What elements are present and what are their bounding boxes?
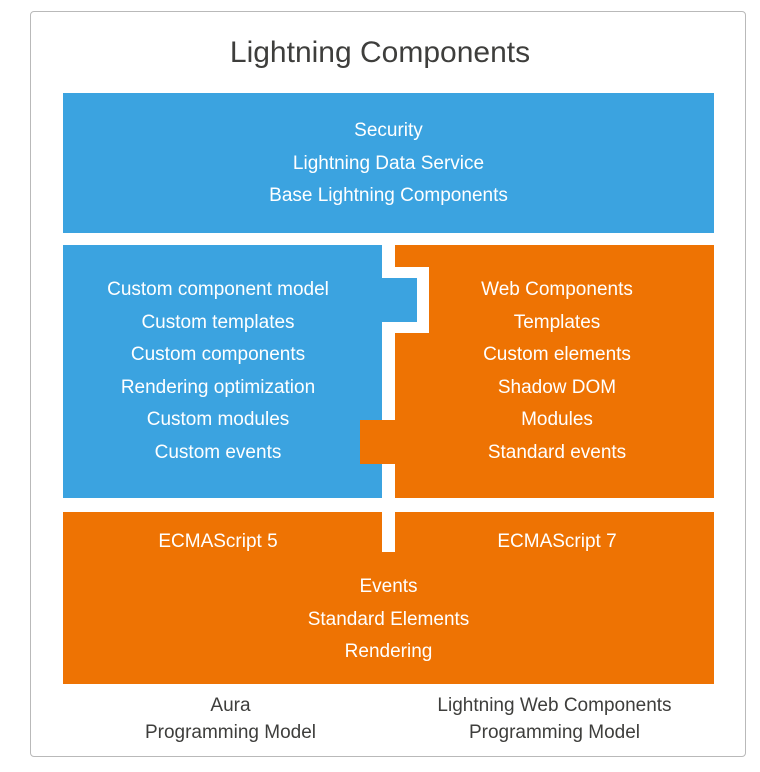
ecmascript-7-label: ECMAScript 7 <box>420 526 694 559</box>
aura-layer-item: Custom components <box>130 344 306 365</box>
script-platform-box <box>63 512 714 684</box>
aura-layer-item: Custom events <box>154 441 282 463</box>
top-layer-item: Security <box>354 120 423 141</box>
platform-layer-item: Rendering <box>344 641 433 662</box>
top-layer-box <box>63 93 714 233</box>
web-layer-item: Standard events <box>487 441 627 463</box>
aura-layer-item: Rendering optimization <box>120 376 316 398</box>
diagram-frame <box>30 11 746 757</box>
ecmascript-5-text: ECMAScript 5 <box>158 531 278 552</box>
diagram-title: Lightning Components <box>229 36 531 69</box>
web-layer-item: Custom elements <box>483 344 631 365</box>
aura-caption-line: Aura <box>210 695 251 716</box>
platform-layer-item: Events <box>359 576 418 597</box>
aura-caption-line: Programming Model <box>144 722 317 743</box>
lwc-caption-line: Programming Model <box>468 722 641 743</box>
top-layer-text: Security Lightning Data Service Base Lig… <box>63 115 714 213</box>
lwc-caption-line: Lightning Web Components <box>437 695 672 716</box>
platform-layer-item: Standard Elements <box>307 608 470 630</box>
aura-layer-text: Custom component model Custom templates … <box>63 274 373 469</box>
aura-layer-item: Custom component model <box>107 279 329 300</box>
web-layer-item: Modules <box>521 409 593 430</box>
aura-layer-item: Custom templates <box>141 311 295 333</box>
aura-layer-box <box>63 245 417 498</box>
aura-layer-item: Custom modules <box>146 409 290 430</box>
top-layer-item: Base Lightning Components <box>269 185 508 206</box>
ecmascript-7-text: ECMAScript 7 <box>497 531 617 552</box>
web-layer-box <box>360 245 714 498</box>
lwc-model-caption: Lightning Web Components Programming Mod… <box>395 692 714 746</box>
platform-layer-text: Events Standard Elements Rendering <box>63 571 714 669</box>
web-layer-item: Templates <box>513 311 601 333</box>
web-layer-item: Web Components <box>481 279 633 300</box>
web-layer-text: Web Components Templates Custom elements… <box>425 274 689 469</box>
aura-model-caption: Aura Programming Model <box>63 692 398 746</box>
ecmascript-5-label: ECMAScript 5 <box>63 526 373 559</box>
top-layer-item: Lightning Data Service <box>292 152 485 174</box>
web-layer-item: Shadow DOM <box>497 376 617 398</box>
